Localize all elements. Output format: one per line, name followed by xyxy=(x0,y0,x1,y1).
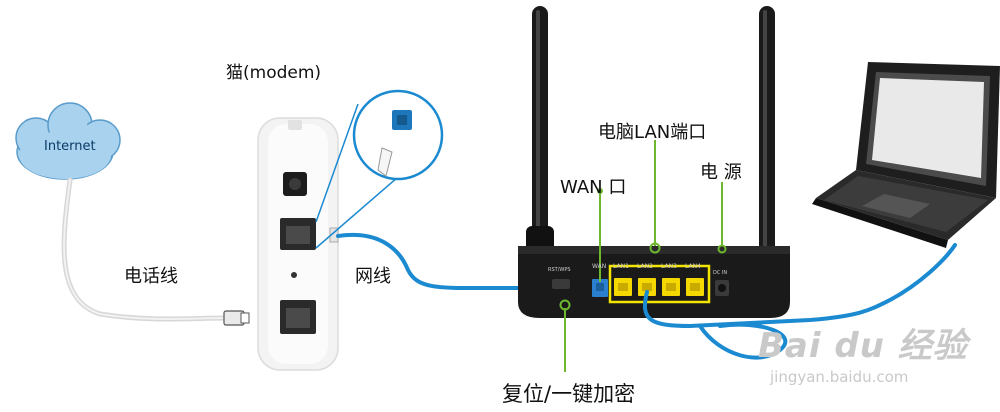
callout-lines xyxy=(559,140,727,372)
zoom-callout xyxy=(315,89,444,249)
port-label-lan1: LAN1 xyxy=(613,263,629,270)
router xyxy=(518,246,790,318)
router-antenna-left xyxy=(526,6,554,254)
internet-cloud xyxy=(15,102,121,180)
router-reset-button xyxy=(552,279,570,289)
watermark-brand: Bai du 经验 xyxy=(758,326,968,366)
phone-line-label: 电话线 xyxy=(124,266,178,287)
router-lan-highlight xyxy=(608,264,711,304)
reset-wps-label: 复位/一键加密 xyxy=(502,382,636,406)
port-label-wan: WAN xyxy=(592,263,606,270)
phone-line-plug xyxy=(223,310,250,326)
network-cable-label: 网线 xyxy=(355,266,391,287)
port-label-lan4: LAN4 xyxy=(685,263,701,270)
watermark-url: jingyan.baidu.com xyxy=(770,368,909,386)
port-label-rst: RST/WPS xyxy=(548,267,571,273)
modem-label: 猫(modem) xyxy=(226,63,322,83)
port-label-lan2: LAN2 xyxy=(637,263,653,270)
port-label-lan3: LAN3 xyxy=(661,263,677,270)
port-label-dc: DC IN xyxy=(713,270,727,276)
wan-port-label: WAN 口 xyxy=(560,177,627,198)
internet-label: Internet xyxy=(44,139,96,154)
laptop xyxy=(812,62,1000,248)
network-cable xyxy=(336,232,602,291)
lan-cable xyxy=(642,243,957,329)
phone-line-cable xyxy=(61,177,229,322)
modem xyxy=(257,117,339,371)
lan-port-label: 电脑LAN端口 xyxy=(598,122,707,143)
power-label: 电 源 xyxy=(700,162,742,183)
